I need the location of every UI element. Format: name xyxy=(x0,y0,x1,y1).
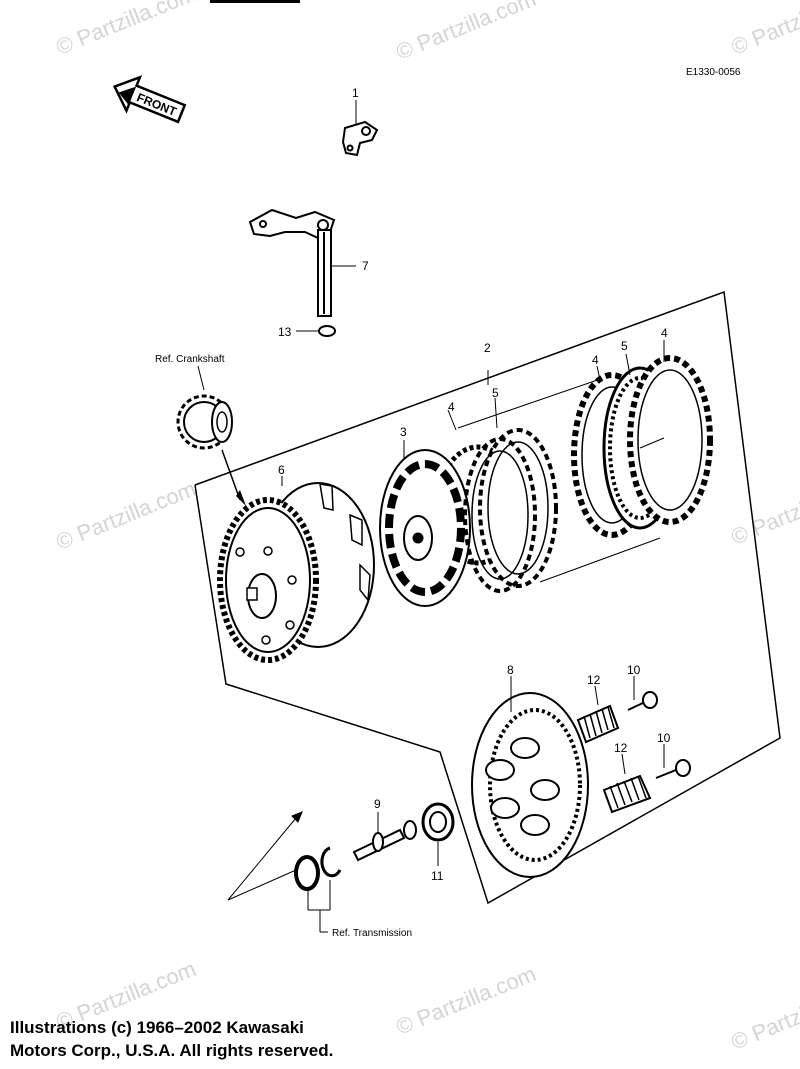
part-8-pressure-plate xyxy=(471,692,589,878)
direction-arrows xyxy=(227,811,303,901)
copyright-notice: Illustrations (c) 1966–2002 Kawasaki Mot… xyxy=(10,1016,510,1062)
part-12-clutch-spring-lower xyxy=(602,774,652,814)
part-4-5-friction-steel-plates-front xyxy=(463,428,558,593)
assembly-boundary-frame xyxy=(194,290,781,905)
front-arrow-icon: FRONT xyxy=(112,75,187,124)
copyright-line-1: Illustrations (c) 1966–2002 Kawasaki xyxy=(10,1018,304,1037)
part-4-5-friction-steel-plates-rear xyxy=(571,355,713,538)
part-10-bolt-lower xyxy=(655,759,691,779)
watermark-3: © Partzilla.com xyxy=(728,0,800,60)
watermark-2: © Partzilla.com xyxy=(393,0,540,65)
callout-labels: 1 7 13 2 3 4 5 4 5 4 6 8 12 10 12 10 9 1… xyxy=(278,86,671,883)
callout-9: 9 xyxy=(374,797,381,811)
diagram-code: E1330-0056 xyxy=(686,67,741,78)
part-13-washer xyxy=(318,325,336,337)
callout-13: 13 xyxy=(278,325,292,339)
callout-2: 2 xyxy=(484,341,491,355)
callout-3: 3 xyxy=(400,425,407,439)
plate-stack-guide-lines xyxy=(457,370,661,583)
crankshaft-gear xyxy=(176,394,233,450)
part-6-clutch-housing xyxy=(217,482,375,663)
callout-10-upper: 10 xyxy=(627,663,641,677)
callout-8: 8 xyxy=(507,663,514,677)
watermark-4: © Partzilla.com xyxy=(53,476,200,555)
callout-4-front: 4 xyxy=(448,400,455,414)
part-12-clutch-spring-upper xyxy=(576,704,620,744)
callout-11: 11 xyxy=(431,869,444,883)
top-edge-mark xyxy=(210,0,300,3)
ref-transmission-rings xyxy=(294,846,342,891)
part-1-bracket xyxy=(341,120,379,157)
callout-5-front: 5 xyxy=(492,386,499,400)
callout-7: 7 xyxy=(362,259,369,273)
ref-transmission-leader xyxy=(307,880,331,933)
callout-1: 1 xyxy=(352,86,359,100)
callout-12-upper: 12 xyxy=(587,673,601,687)
callout-6: 6 xyxy=(278,463,285,477)
part-9-push-rod xyxy=(352,820,417,862)
watermark-9: © Partzilla.com xyxy=(728,976,800,1055)
copyright-line-2: Motors Corp., U.S.A. All rights reserved… xyxy=(10,1041,334,1060)
callout-5-rear: 5 xyxy=(621,339,628,353)
callout-12-lower: 12 xyxy=(614,741,628,755)
ref-crankshaft-label: Ref. Crankshaft xyxy=(155,354,225,365)
callout-4-mid: 4 xyxy=(592,353,599,367)
part-11-bearing xyxy=(421,802,455,842)
watermark-6: © Partzilla.com xyxy=(728,471,800,550)
part-10-bolt-upper xyxy=(627,691,658,711)
callout-4-rear: 4 xyxy=(661,326,668,340)
callout-10-lower: 10 xyxy=(657,731,671,745)
part-7-lever-shaft xyxy=(248,208,336,317)
ref-transmission-label: Ref. Transmission xyxy=(332,928,412,939)
watermark-1: © Partzilla.com xyxy=(53,0,200,60)
